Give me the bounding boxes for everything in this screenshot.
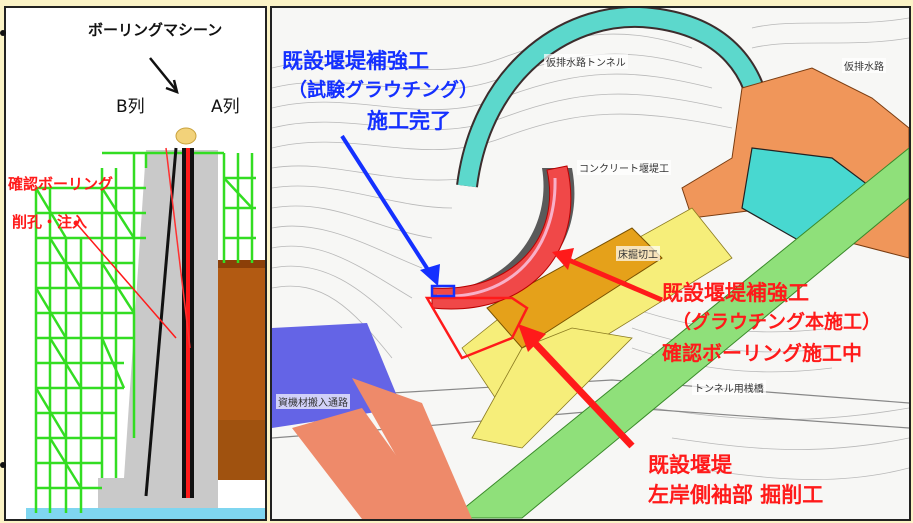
boring-machine-label: ボーリングマシーン xyxy=(88,21,223,39)
temp-tunnel-label-2: 仮排水路 xyxy=(842,58,886,73)
edge-dot-bottom xyxy=(0,462,6,468)
excavation-outline xyxy=(424,296,529,360)
callout-excavation-line2: 左岸側袖部 掘削工 xyxy=(648,483,824,507)
rock-layer-lower xyxy=(218,420,265,480)
check-boring-line xyxy=(165,147,191,349)
column-b-label: B列 xyxy=(116,97,145,117)
callout-excavation-line1: 既設堰堤 xyxy=(648,453,732,477)
existing-dam xyxy=(431,165,572,310)
yellow-slope-2 xyxy=(471,327,633,449)
drill-inject-label: 削孔・注入 xyxy=(12,213,88,231)
temp-tunnel-label: 仮排水路トンネル xyxy=(544,54,628,69)
machine-arrow xyxy=(149,57,177,91)
callout-main-line2: （グラウチング本施工） xyxy=(672,311,882,333)
boring-machine xyxy=(175,127,197,145)
dam-section-drawing xyxy=(26,57,265,519)
tunnel-bridge-label: トンネル用桟橋 xyxy=(692,380,766,395)
test-grouting-spot xyxy=(430,284,456,298)
callout-done-line3: 施工完了 xyxy=(367,109,451,133)
callout-done-line2: （試験グラウチング） xyxy=(288,79,479,101)
temp-tunnel xyxy=(458,8,771,188)
site-plan-panel: 仮排水路トンネル 仮排水路 コンクリート堰堤工 床掘切工 資機材搬入通路 トンネ… xyxy=(270,6,911,521)
access-road-1 xyxy=(292,408,442,519)
callout-main-line3: 確認ボーリング施工中 xyxy=(662,341,862,365)
dam-section-panel: ボーリングマシーン B列 A列 確認ボーリング 削孔・注入 xyxy=(4,6,267,521)
contour-lines xyxy=(272,17,909,480)
blue-arrow xyxy=(340,134,434,278)
inclined-bore-black xyxy=(144,147,178,497)
callout-main-line1: 既設堰堤補強工 xyxy=(662,281,809,305)
red-arrow-main xyxy=(563,255,663,303)
red-arrow-excavation xyxy=(527,335,635,449)
water xyxy=(26,508,265,519)
site-plan-drawing xyxy=(272,8,909,519)
concrete-dam-label: コンクリート堰堤工 xyxy=(577,160,671,175)
access-road-2 xyxy=(352,378,472,519)
callout-done-line1: 既設堰堤補強工 xyxy=(282,49,429,73)
material-road-label: 資機材搬入通路 xyxy=(276,394,350,409)
tunnel-trestle xyxy=(450,147,909,519)
scaffold xyxy=(34,151,256,513)
check-boring-label: 確認ボーリング xyxy=(8,175,114,193)
drill-leader xyxy=(75,222,177,339)
column-a-label: A列 xyxy=(211,97,240,117)
edge-dot-top xyxy=(0,30,6,36)
excavation-label: 床掘切工 xyxy=(616,246,660,261)
